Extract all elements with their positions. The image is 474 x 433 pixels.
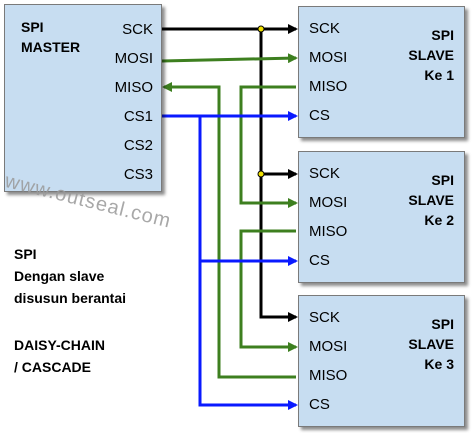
- master-title-line2: MASTER: [21, 39, 81, 55]
- slave-1-title-line3: Ke 1: [424, 67, 454, 83]
- master-pin-cs1: CS1: [123, 108, 153, 125]
- spi-slave-3-box: SCK MOSI MISO CS SPI SLAVE Ke 3: [298, 295, 465, 427]
- slave-1-pin-miso: MISO: [309, 78, 348, 95]
- note-line-2: Dengan slave: [14, 268, 105, 284]
- slave-2-pin-mosi: MOSI: [309, 194, 348, 211]
- slave-2-title-line2: SLAVE: [408, 192, 454, 208]
- sck-junction-2: [257, 170, 265, 178]
- slave-2-pin-cs: CS: [309, 252, 330, 269]
- slave-1-pin-cs: CS: [309, 107, 330, 124]
- slave-1-title-line2: SLAVE: [408, 47, 454, 63]
- note-line-1: SPI: [14, 246, 37, 262]
- slave-1-title-line1: SPI: [431, 27, 454, 43]
- note-line-3: disusun berantai: [14, 290, 127, 306]
- miso-return-wire: [162, 82, 296, 379]
- slave-2-pin-miso: MISO: [309, 223, 348, 240]
- slave-3-pin-mosi: MOSI: [309, 338, 348, 355]
- note-line-5: / CASCADE: [14, 359, 92, 375]
- slave-1-pin-sck: SCK: [309, 20, 340, 37]
- cs-bus: [162, 111, 298, 410]
- slave-2-title-line1: SPI: [431, 172, 454, 188]
- slave-2-title-line3: Ke 2: [424, 212, 454, 228]
- slave-3-pin-miso: MISO: [309, 367, 348, 384]
- sck-bus: [162, 24, 298, 322]
- chain-wire-2: [239, 229, 298, 352]
- master-title-line1: SPI: [21, 19, 44, 35]
- master-pin-cs3: CS3: [123, 166, 153, 183]
- spi-slave-2-box: SCK MOSI MISO CS SPI SLAVE Ke 2: [298, 151, 465, 283]
- slave-1-pin-mosi: MOSI: [309, 49, 348, 66]
- slave-2-pin-sck: SCK: [309, 165, 340, 182]
- master-pin-sck: SCK: [122, 21, 153, 38]
- master-pin-miso: MISO: [114, 79, 153, 96]
- slave-3-pin-sck: SCK: [309, 309, 340, 326]
- slave-3-title-line1: SPI: [431, 316, 454, 332]
- slave-3-title-line3: Ke 3: [424, 356, 454, 372]
- mosi-wire: [161, 53, 298, 64]
- slave-3-pin-cs: CS: [309, 396, 330, 413]
- spi-master-box: SPI MASTER SCK MOSI MISO CS1 CS2 CS3: [4, 4, 162, 192]
- master-pin-cs2: CS2: [123, 137, 153, 154]
- master-pin-mosi: MOSI: [114, 50, 153, 67]
- slave-3-title-line2: SLAVE: [408, 336, 454, 352]
- spi-slave-1-box: SCK MOSI MISO CS SPI SLAVE Ke 1: [298, 6, 465, 138]
- note-line-4: DAISY-CHAIN: [14, 337, 106, 353]
- sck-junction-1: [257, 25, 265, 33]
- chain-wire-1: [239, 85, 298, 208]
